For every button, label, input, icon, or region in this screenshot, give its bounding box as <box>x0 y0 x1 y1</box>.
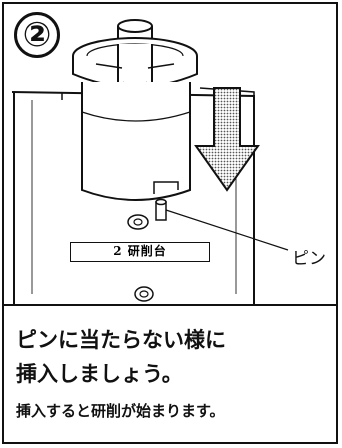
illustration <box>4 4 336 304</box>
instruction-line-2: 挿入しましょう。 <box>16 362 183 386</box>
step-number-badge: ② <box>14 12 60 58</box>
instruction-line-1: ピンに当たらない様に <box>16 328 226 352</box>
instruction-card: ② 2 研削台 ピン ピンに当たらない様に 挿入しましょう。 挿入すると研削が始… <box>2 2 338 444</box>
pin-label: ピン <box>292 249 326 269</box>
grinding-base-label: 2 研削台 <box>70 242 210 262</box>
sharpener-illustration <box>11 19 289 304</box>
instruction-text-box: ピンに当たらない様に 挿入しましょう。 挿入すると研削が始まります。 <box>4 306 336 442</box>
instruction-note: 挿入すると研削が始まります。 <box>16 402 225 420</box>
divider <box>4 304 336 306</box>
